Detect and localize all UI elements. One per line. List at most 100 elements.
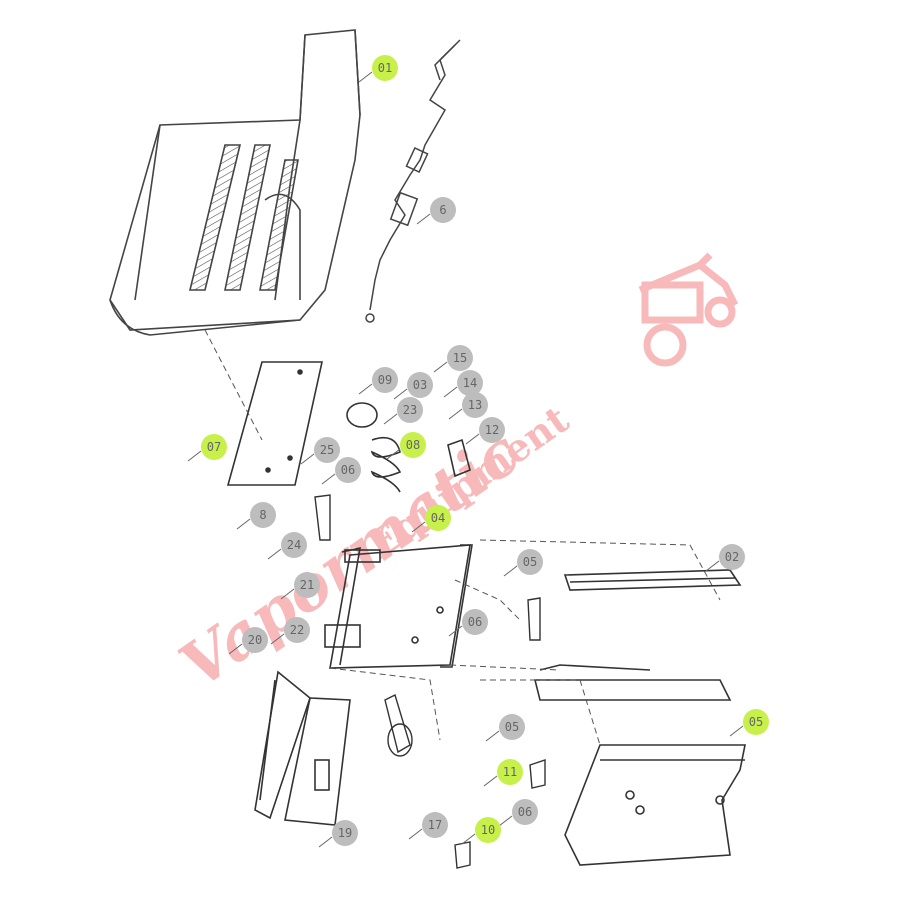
callout-c21: 21 (280, 572, 320, 600)
callout-c22: 22 (270, 617, 310, 645)
callout-leader (386, 448, 401, 460)
callout-bubble (281, 532, 307, 558)
callout-c15: 15 (433, 345, 473, 373)
callout-c06c: 06 (448, 609, 488, 637)
callout-leader (270, 633, 285, 645)
callout-leader (443, 386, 458, 398)
callout-label: 13 (468, 398, 482, 412)
callout-c06a: 6 (416, 197, 456, 225)
callout-bubble (462, 609, 488, 635)
seat-belt (365, 39, 461, 323)
callout-leader (358, 71, 373, 83)
callout-c10: 10 (461, 817, 501, 845)
callout-c06d: 06 (498, 799, 538, 827)
callout-c11: 11 (483, 759, 523, 787)
callout-leader (503, 565, 518, 577)
callout-bubble (479, 417, 505, 443)
callout-c08: 08 (386, 432, 426, 460)
callout-bubble (284, 617, 310, 643)
callout-label: 05 (505, 720, 519, 734)
callout-leader (498, 815, 513, 827)
callout-c20: 20 (228, 627, 268, 655)
callout-bubble (475, 817, 501, 843)
callout-c25: 25 (300, 437, 340, 465)
callout-leader (408, 828, 423, 840)
callout-leader (448, 625, 463, 637)
callout-c06b: 06 (321, 457, 361, 485)
callout-c17: 17 (408, 812, 448, 840)
small-hardware (314, 494, 546, 869)
callout-c23: 23 (383, 397, 423, 425)
callout-label: 07 (207, 440, 221, 454)
callout-leader (383, 413, 398, 425)
callout-c09: 09 (358, 367, 398, 395)
callout-bubble (294, 572, 320, 598)
callout-bubble (447, 345, 473, 371)
callout-bubble (335, 457, 361, 483)
callout-label: 11 (503, 765, 517, 779)
callout-bubble (314, 437, 340, 463)
callout-c01: 01 (358, 55, 398, 83)
callout-c05a: 05 (503, 549, 543, 577)
callout-leader (448, 408, 463, 420)
callout-bubble (242, 627, 268, 653)
callout-bubble (372, 55, 398, 81)
callout-bubble (497, 759, 523, 785)
callout-label: 15 (453, 351, 467, 365)
callout-label: 01 (378, 61, 392, 75)
callout-label: 8 (259, 508, 266, 522)
callout-label: 17 (428, 818, 442, 832)
callout-label: 03 (413, 378, 427, 392)
callout-bubble (462, 392, 488, 418)
callout-c07: 07 (187, 434, 227, 462)
callout-bubble (719, 544, 745, 570)
callout-label: 22 (290, 623, 304, 637)
callout-bubble (422, 812, 448, 838)
callout-bubble (517, 549, 543, 575)
callout-label: 05 (523, 555, 537, 569)
callout-leader (187, 450, 202, 462)
suspension-spring (346, 402, 471, 493)
cover-plate (226, 361, 323, 486)
callout-bubble (397, 397, 423, 423)
storage-box (254, 670, 351, 826)
callout-label: 10 (481, 823, 495, 837)
callout-label: 23 (403, 403, 417, 417)
callout-label: 12 (485, 423, 499, 437)
callout-c13: 13 (448, 392, 488, 420)
callout-bubble (332, 820, 358, 846)
callout-label: 09 (378, 373, 392, 387)
callout-leader (705, 560, 720, 572)
callout-c03: 03 (393, 372, 433, 400)
callout-leader (416, 213, 431, 225)
callout-label: 06 (518, 805, 532, 819)
callout-leader (465, 433, 480, 445)
callout-label: 04 (431, 511, 445, 525)
callout-leader (729, 725, 744, 737)
callout-bubble (407, 372, 433, 398)
callout-label: 6 (439, 203, 446, 217)
callout-leader (433, 361, 448, 373)
callout-c24: 24 (267, 532, 307, 560)
callout-label: 19 (338, 826, 352, 840)
mounting-plate (564, 744, 746, 866)
callout-label: 06 (468, 615, 482, 629)
slide-rails (533, 569, 742, 701)
callout-c05c: 05 (729, 709, 769, 737)
callout-label: 21 (300, 578, 314, 592)
callout-label: 20 (248, 633, 262, 647)
assembly-leader-lines (204, 329, 721, 746)
callout-leader (318, 836, 333, 848)
callout-label: 05 (749, 715, 763, 729)
callout-c02: 02 (705, 544, 745, 572)
callout-bubble (201, 434, 227, 460)
callout-leader (485, 730, 500, 742)
callout-leader (461, 833, 476, 845)
callout-leader (280, 588, 295, 600)
callout-label: 02 (725, 550, 739, 564)
callout-leader (358, 383, 373, 395)
callout-leader (411, 521, 426, 533)
callout-leader (300, 453, 315, 465)
